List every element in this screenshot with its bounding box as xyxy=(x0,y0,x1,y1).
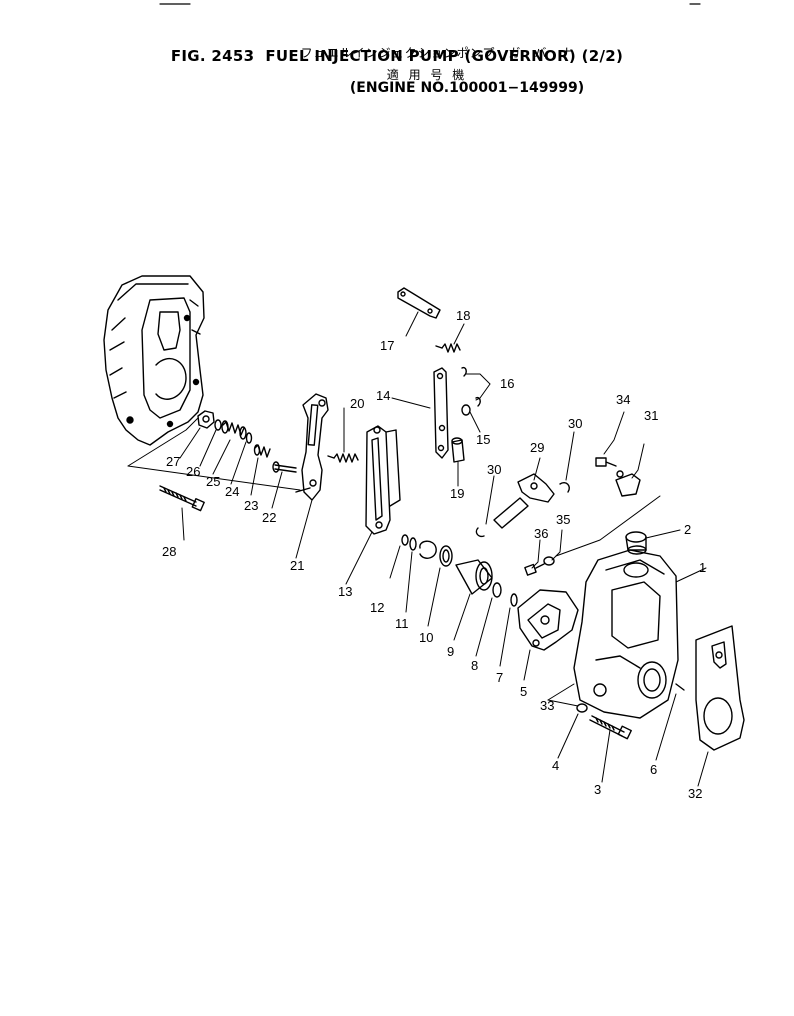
applicability-japanese: 適 用 号 機 xyxy=(386,68,468,82)
callout-14: 14 xyxy=(376,388,390,403)
callout-labels: 1 2 3 4 5 6 7 8 9 10 11 12 13 14 15 16 1… xyxy=(162,308,706,801)
bushing-19 xyxy=(451,437,465,463)
callout-4: 4 xyxy=(552,758,559,773)
link-lever-13 xyxy=(365,425,401,535)
governor-case-1 xyxy=(573,549,679,719)
bolt-3 xyxy=(589,715,632,740)
shaft-29 xyxy=(493,473,555,529)
callout-2: 2 xyxy=(684,522,691,537)
callout-11: 11 xyxy=(395,616,409,631)
washer-26 xyxy=(214,419,222,431)
figure-title: FIG. 2453 FUEL INJECTION PUMP (GOVERNOR)… xyxy=(0,47,794,65)
spring-18 xyxy=(435,343,461,353)
callout-30-upper: 30 xyxy=(568,416,582,431)
callout-27: 27 xyxy=(166,454,180,469)
spring-23 xyxy=(253,444,271,458)
bearing-8-washer-7 xyxy=(492,582,518,607)
lever-14 xyxy=(433,367,449,459)
clips-30 xyxy=(475,482,570,538)
governor-housing-casting xyxy=(103,275,205,446)
callout-29: 29 xyxy=(530,440,544,455)
callout-28: 28 xyxy=(162,544,176,559)
spring-20 xyxy=(327,453,359,463)
figure-number: FIG. 2453 xyxy=(170,47,255,65)
callout-30-lower: 30 xyxy=(487,462,501,477)
bolt-34 xyxy=(595,457,624,478)
callout-33: 33 xyxy=(540,698,554,713)
leader-lines xyxy=(127,311,709,787)
washer-35 xyxy=(543,556,555,566)
nut-27 xyxy=(197,410,215,429)
callout-25: 25 xyxy=(206,474,220,489)
callout-19: 19 xyxy=(450,486,464,501)
figure-title-text: FUEL INJECTION PUMP (GOVERNOR) (2/2) xyxy=(265,47,624,65)
callout-8: 8 xyxy=(471,658,478,673)
spring-25 xyxy=(221,420,247,440)
gasket-32 xyxy=(695,625,745,751)
pin-22 xyxy=(272,461,297,473)
callout-35: 35 xyxy=(556,512,570,527)
washer-4 xyxy=(576,703,588,713)
title-japanese: フュエルインジェクションポンプ ガ バ ナ xyxy=(300,46,574,60)
sleeve-9 xyxy=(455,559,493,595)
callout-24: 24 xyxy=(225,484,239,499)
callout-26: 26 xyxy=(186,464,200,479)
washer-24 xyxy=(245,432,253,444)
callout-32: 32 xyxy=(688,786,702,801)
clips-16 xyxy=(461,366,481,407)
callout-6: 6 xyxy=(650,762,657,777)
plate-17 xyxy=(397,287,441,319)
callout-31: 31 xyxy=(644,408,658,423)
bracket-31 xyxy=(615,473,641,497)
callout-10: 10 xyxy=(419,630,433,645)
callout-23: 23 xyxy=(244,498,258,513)
callout-7: 7 xyxy=(496,670,503,685)
callout-15: 15 xyxy=(476,432,490,447)
callout-5: 5 xyxy=(520,684,527,699)
callout-16: 16 xyxy=(500,376,514,391)
callout-21: 21 xyxy=(290,558,304,573)
callout-17: 17 xyxy=(380,338,394,353)
lever-21 xyxy=(295,393,329,501)
callout-18: 18 xyxy=(456,308,470,323)
washer-15 xyxy=(461,404,471,416)
callout-13: 13 xyxy=(338,584,352,599)
callout-1: 1 xyxy=(699,560,706,575)
flyweight-assembly-5 xyxy=(517,589,579,651)
washers-12-11-10 xyxy=(401,534,453,567)
bolt-28 xyxy=(159,485,205,512)
callout-22: 22 xyxy=(262,510,276,525)
callout-20: 20 xyxy=(350,396,364,411)
callout-3: 3 xyxy=(594,782,601,797)
callout-9: 9 xyxy=(447,644,454,659)
bolt-36 xyxy=(524,563,545,576)
callout-34: 34 xyxy=(616,392,630,407)
callout-36: 36 xyxy=(534,526,548,541)
pin-6 xyxy=(675,683,685,691)
engine-range: (ENGINE NO.100001−149999) xyxy=(349,80,585,96)
callout-12: 12 xyxy=(370,600,384,615)
